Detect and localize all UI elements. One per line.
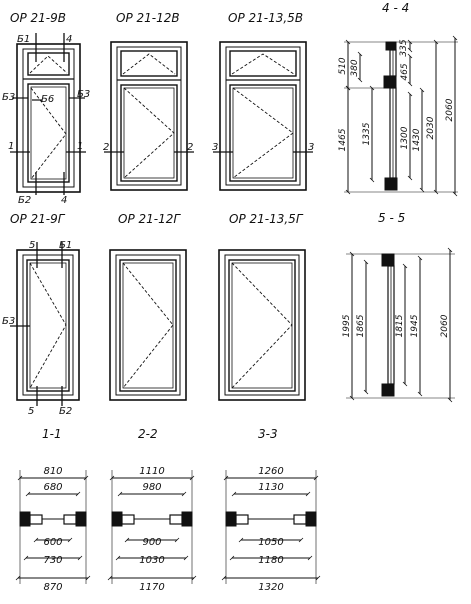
dim-510: 510 bbox=[338, 57, 348, 74]
window-code-op21-9g: ОР 21-9Г bbox=[10, 212, 66, 226]
dim-1320: 1320 bbox=[258, 582, 283, 593]
callout-b2-bottom: Б2 bbox=[59, 406, 72, 417]
dim-2060-a: 2060 bbox=[445, 98, 455, 121]
callout-4-top: 4 bbox=[66, 34, 72, 45]
dim-380: 380 bbox=[350, 59, 360, 76]
dim-1300: 1300 bbox=[400, 126, 410, 149]
callout-5-bottom: 5 bbox=[28, 406, 34, 417]
callout-2-right: 2 bbox=[187, 142, 193, 153]
section-5-5-drawing bbox=[346, 247, 455, 403]
callout-1-left: 1 bbox=[8, 141, 14, 152]
dim-2060-b: 2060 bbox=[440, 314, 450, 337]
dim-2030: 2030 bbox=[426, 116, 436, 139]
callout-b1: Б1 bbox=[17, 34, 30, 45]
window-elevation-op21-12g bbox=[109, 249, 187, 401]
plan-section-2-2 bbox=[107, 470, 197, 584]
callout-b3-bottom: Б3 bbox=[2, 316, 15, 327]
window-code-op21-13-5v: ОР 21-13,5В bbox=[228, 11, 303, 25]
dim-1130: 1130 bbox=[258, 482, 283, 493]
dim-730: 730 bbox=[43, 555, 62, 566]
dim-1945: 1945 bbox=[410, 314, 420, 337]
callout-b3-right: Б3 bbox=[77, 89, 90, 100]
dim-810: 810 bbox=[43, 466, 62, 477]
dim-980: 980 bbox=[142, 482, 161, 493]
dim-600: 600 bbox=[43, 537, 62, 548]
section-1-1-title: 1-1 bbox=[42, 427, 62, 441]
dim-465: 465 bbox=[400, 63, 410, 80]
callout-b6: Б6 bbox=[41, 94, 54, 105]
callout-5-top: 5 bbox=[29, 240, 35, 251]
dim-1815: 1815 bbox=[395, 314, 405, 337]
window-code-op21-13-5g: ОР 21-13,5Г bbox=[229, 212, 304, 226]
callout-3-left: 3 bbox=[212, 142, 218, 153]
callout-3-right: 3 bbox=[308, 142, 314, 153]
dim-870: 870 bbox=[43, 582, 62, 593]
window-elevation-op21-9g bbox=[10, 242, 80, 406]
callout-2-left: 2 bbox=[103, 142, 109, 153]
dim-1180: 1180 bbox=[258, 555, 283, 566]
callout-1-right: 1 bbox=[77, 141, 83, 152]
window-code-op21-12g: ОР 21-12Г bbox=[118, 212, 181, 226]
dim-335: 335 bbox=[399, 39, 409, 56]
dim-1170: 1170 bbox=[139, 582, 164, 593]
dim-1110: 1110 bbox=[139, 466, 164, 477]
window-elevation-op21-13-5g bbox=[218, 249, 306, 401]
section-5-5-title: 5 - 5 bbox=[378, 211, 405, 225]
plan-section-3-3 bbox=[221, 470, 321, 584]
section-4-4-title: 4 - 4 bbox=[382, 1, 409, 15]
dim-1865: 1865 bbox=[356, 314, 366, 337]
window-elevation-op21-12v bbox=[104, 41, 194, 191]
callout-b3-left: Б3 bbox=[2, 92, 15, 103]
section-2-2-title: 2-2 bbox=[138, 427, 158, 441]
section-3-3-title: 3-3 bbox=[258, 427, 278, 441]
dim-900: 900 bbox=[142, 537, 161, 548]
window-elevation-op21-9v bbox=[10, 33, 86, 195]
dim-1030: 1030 bbox=[139, 555, 164, 566]
dim-1335: 1335 bbox=[362, 122, 372, 145]
dim-1995: 1995 bbox=[342, 314, 352, 337]
dim-1050: 1050 bbox=[258, 537, 283, 548]
window-elevation-op21-13-5v bbox=[213, 41, 313, 191]
dim-680: 680 bbox=[43, 482, 62, 493]
callout-b2: Б2 bbox=[18, 195, 31, 206]
dim-1430: 1430 bbox=[412, 128, 422, 151]
dim-1260: 1260 bbox=[258, 466, 283, 477]
section-4-4-drawing bbox=[344, 35, 458, 197]
callout-4-bottom: 4 bbox=[61, 195, 67, 206]
callout-b1-bottom: Б1 bbox=[59, 240, 72, 251]
window-code-op21-12v: ОР 21-12В bbox=[116, 11, 180, 25]
dim-1465: 1465 bbox=[338, 128, 348, 151]
window-code-op21-9v: ОР 21-9В bbox=[10, 11, 66, 25]
plan-section-1-1 bbox=[15, 470, 91, 584]
